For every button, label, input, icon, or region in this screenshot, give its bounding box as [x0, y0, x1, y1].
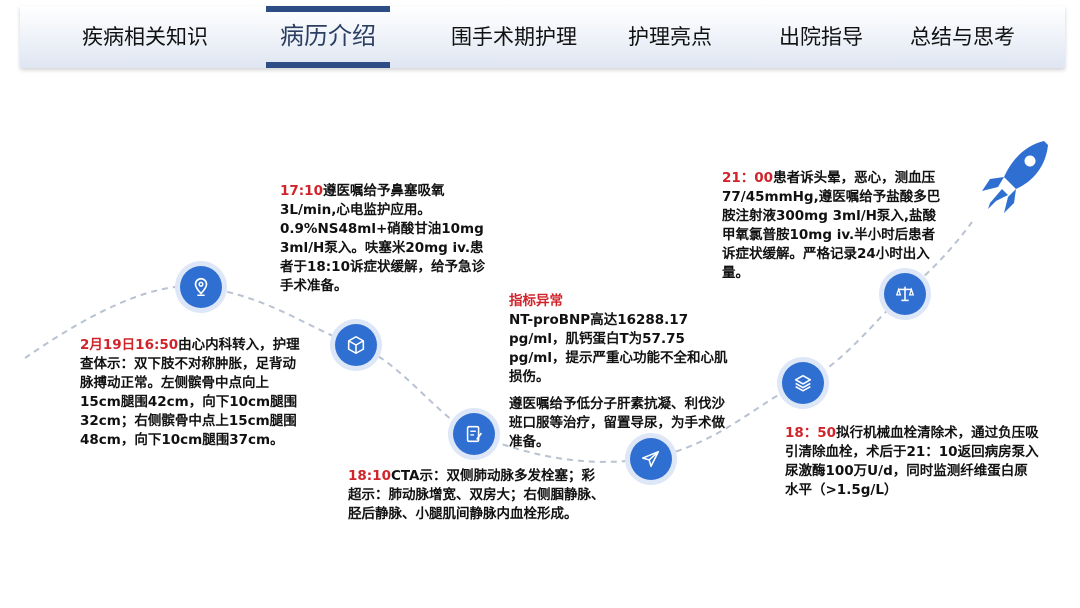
dashed-path [24, 221, 973, 463]
event-text: 拟行机械血栓清除术，通过负压吸引清除血栓，术后于21：10返回病房泵入尿激酶10… [785, 425, 1039, 498]
event-feb19-1650: 2月19日16:50由心内科转入，护理查体示：双下肢不对称肿胀，足背动脉搏动正常… [80, 336, 302, 450]
event-2100: 21：00患者诉头晕，恶心，测血压77/45mmHg,遵医嘱给予盐酸多巴胺注射液… [722, 169, 947, 283]
location-pin-icon [180, 266, 222, 308]
top-navigation-bar: 疾病相关知识 病历介绍 围手术期护理 护理亮点 出院指导 总结与思考 [20, 6, 1065, 68]
event-text: 患者诉头晕，恶心，测血压77/45mmHg,遵医嘱给予盐酸多巴胺注射液300mg… [722, 170, 941, 281]
document-edit-icon [453, 413, 495, 455]
tab-perioperative-care[interactable]: 围手术期护理 [451, 25, 577, 49]
event-abnormal-indicators: 指标异常 NT-proBNP高达16288.17 pg/ml，肌钙蛋白T为57.… [509, 292, 737, 452]
event-time: 21：00 [722, 170, 774, 186]
event-text: NT-proBNP高达16288.17 pg/ml，肌钙蛋白T为57.75 pg… [509, 312, 728, 385]
tab-case-introduction[interactable]: 病历介绍 [266, 6, 390, 68]
event-text-2: 遵医嘱给予低分子肝素抗凝、利伐沙班口服等治疗，留置导尿，为手术做准备。 [509, 396, 725, 450]
tab-summary-reflection[interactable]: 总结与思考 [910, 25, 1015, 49]
event-time: 2月19日16:50 [80, 337, 179, 353]
event-text: 由心内科转入，护理查体示：双下肢不对称肿胀，足背动脉搏动正常。左侧髌骨中点向上1… [80, 337, 300, 448]
event-title: 指标异常 [509, 293, 563, 309]
event-time: 18：50 [785, 425, 837, 441]
event-1710: 17:10遵医嘱给予鼻塞吸氧3L/min,心电监护应用。0.9%NS48ml+硝… [280, 182, 492, 296]
tab-discharge-guidance[interactable]: 出院指导 [779, 25, 863, 49]
layers-icon [782, 362, 824, 404]
event-text: CTA示：双侧肺动脉多发栓塞；彩超示：肺动脉增宽、双房大；右侧腘静脉、胫后静脉、… [348, 468, 605, 522]
event-time: 18:10 [348, 468, 391, 484]
balance-scale-icon [884, 273, 926, 315]
event-time: 17:10 [280, 183, 323, 199]
tab-nursing-highlights[interactable]: 护理亮点 [628, 25, 712, 49]
event-1850: 18：50拟行机械血栓清除术，通过负压吸引清除血栓，术后于21：10返回病房泵入… [785, 424, 1040, 500]
paper-plane-icon [630, 438, 672, 480]
event-1810-cta: 18:10CTA示：双侧肺动脉多发栓塞；彩超示：肺动脉增宽、双房大；右侧腘静脉、… [348, 467, 606, 524]
tab-disease-knowledge[interactable]: 疾病相关知识 [82, 25, 208, 49]
rocket-icon [982, 141, 1048, 213]
cube-icon [335, 324, 377, 366]
event-text: 遵医嘱给予鼻塞吸氧3L/min,心电监护应用。0.9%NS48ml+硝酸甘油10… [280, 183, 485, 294]
